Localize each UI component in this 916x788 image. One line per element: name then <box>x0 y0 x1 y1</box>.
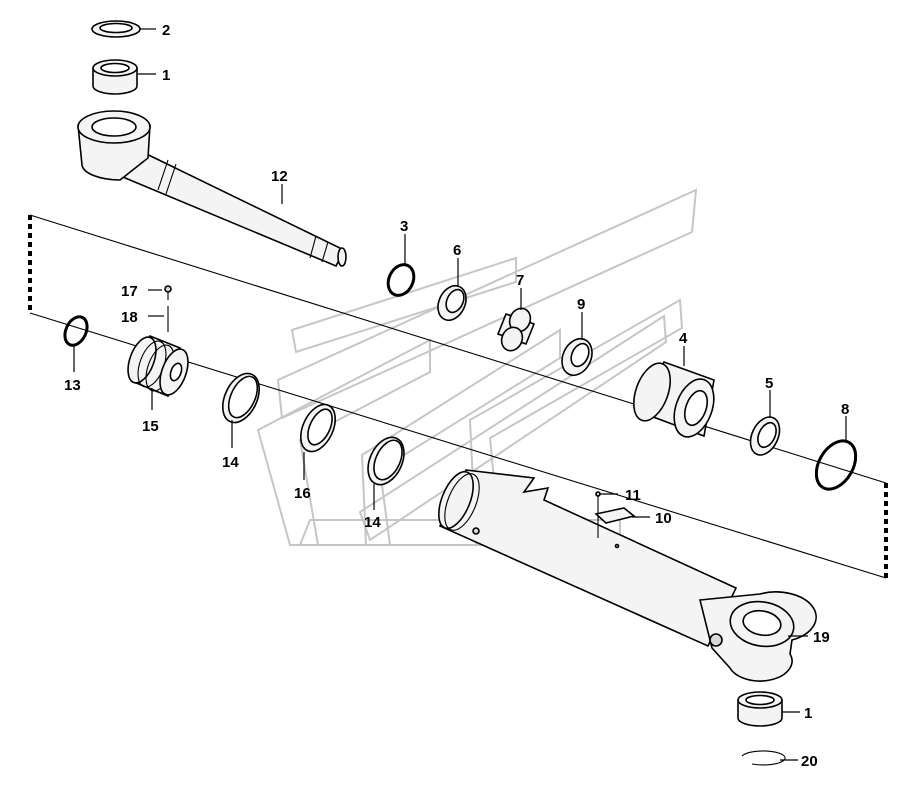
callout-5: 5 <box>765 375 773 392</box>
callout-6: 6 <box>453 242 461 259</box>
piston-seal-part-16 <box>299 403 337 453</box>
retaining-ring-part-20 <box>741 750 786 766</box>
o-ring-part-13 <box>63 315 89 347</box>
grease-fitting-part-11 <box>595 491 620 549</box>
washer-part-2 <box>91 20 141 38</box>
callout-1-top: 1 <box>162 67 170 84</box>
o-ring-part-3 <box>386 263 416 297</box>
guide-ring-part-14-b <box>367 436 405 486</box>
callout-11: 11 <box>625 487 641 504</box>
cylinder-head-part-4 <box>632 361 715 438</box>
callout-13: 13 <box>64 377 81 394</box>
bushing-part-1-bottom <box>737 691 783 727</box>
callout-14-b: 14 <box>364 514 381 531</box>
callout-9: 9 <box>577 296 585 313</box>
callout-14-a: 14 <box>222 454 239 471</box>
o-ring-part-8 <box>814 439 858 491</box>
callout-8: 8 <box>841 401 849 418</box>
wiper-part-9 <box>561 337 593 377</box>
piston-rod-part-12 <box>77 110 347 268</box>
callout-1-bottom: 1 <box>804 705 812 722</box>
plate-part-10 <box>594 507 636 524</box>
callout-15: 15 <box>142 418 159 435</box>
set-screw-part-17 <box>164 285 172 300</box>
leader-lines <box>73 28 847 761</box>
callout-18: 18 <box>121 309 138 326</box>
callout-20: 20 <box>801 753 818 770</box>
callout-labels: 2 1 12 3 6 7 9 4 5 8 17 18 13 15 14 16 1… <box>64 22 849 770</box>
guide-ring-part-14-a <box>222 372 260 424</box>
piston-part-15 <box>127 334 189 398</box>
seal-part-5 <box>749 416 781 456</box>
callout-4: 4 <box>679 330 688 347</box>
callout-17: 17 <box>121 283 138 300</box>
bushing-part-1-top <box>92 59 138 95</box>
callout-12: 12 <box>271 168 288 185</box>
sleeve-part-7 <box>496 307 536 352</box>
callout-10: 10 <box>655 510 672 527</box>
seal-part-6 <box>437 284 467 322</box>
callout-2: 2 <box>162 22 170 39</box>
cylinder-barrel-part-19 <box>438 469 817 682</box>
callout-7: 7 <box>516 272 524 289</box>
callout-3: 3 <box>400 218 408 235</box>
callout-16: 16 <box>294 485 311 502</box>
callout-19: 19 <box>813 629 830 646</box>
